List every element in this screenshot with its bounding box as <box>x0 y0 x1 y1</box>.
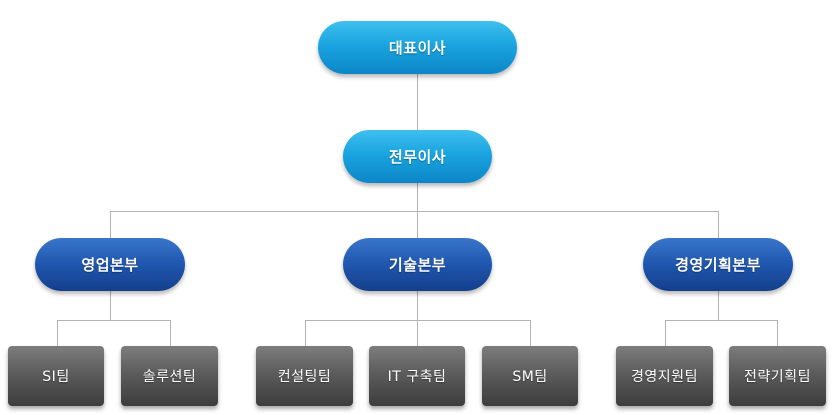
connector-sales-down <box>110 291 111 321</box>
node-team-solution: 솔루션팀 <box>121 346 218 406</box>
connector-to-solution <box>170 320 171 346</box>
node-division-tech: 기술본부 <box>343 238 492 291</box>
connector-ceo-executive <box>417 73 418 131</box>
node-executive: 전무이사 <box>343 130 492 183</box>
connector-planning-down <box>718 291 719 321</box>
connector-sales-bus <box>57 320 171 321</box>
connector-to-si <box>57 320 58 346</box>
node-division-planning: 경영기획본부 <box>643 238 793 291</box>
node-team-si: SI팀 <box>8 346 104 406</box>
connector-to-sales <box>110 211 111 239</box>
connector-to-management-support <box>665 320 666 346</box>
connector-tech-bus <box>305 320 531 321</box>
node-team-sm: SM팀 <box>482 346 578 406</box>
connector-to-strategy <box>777 320 778 346</box>
connector-to-sm <box>530 320 531 346</box>
connector-tech-down <box>417 291 418 346</box>
node-ceo: 대표이사 <box>318 21 517 74</box>
node-team-management-support: 경영지원팀 <box>616 346 713 406</box>
node-team-consulting: 컨설팅팀 <box>256 346 353 406</box>
node-division-sales: 영업본부 <box>35 238 185 291</box>
connector-to-tech <box>417 211 418 239</box>
connector-division-bus <box>110 211 719 212</box>
connector-to-planning <box>718 211 719 239</box>
connector-planning-bus <box>665 320 778 321</box>
connector-executive-bus <box>417 183 418 212</box>
node-team-strategy: 전략기획팀 <box>729 346 826 406</box>
connector-to-consulting <box>305 320 306 346</box>
node-team-it-build: IT 구축팀 <box>369 346 465 406</box>
